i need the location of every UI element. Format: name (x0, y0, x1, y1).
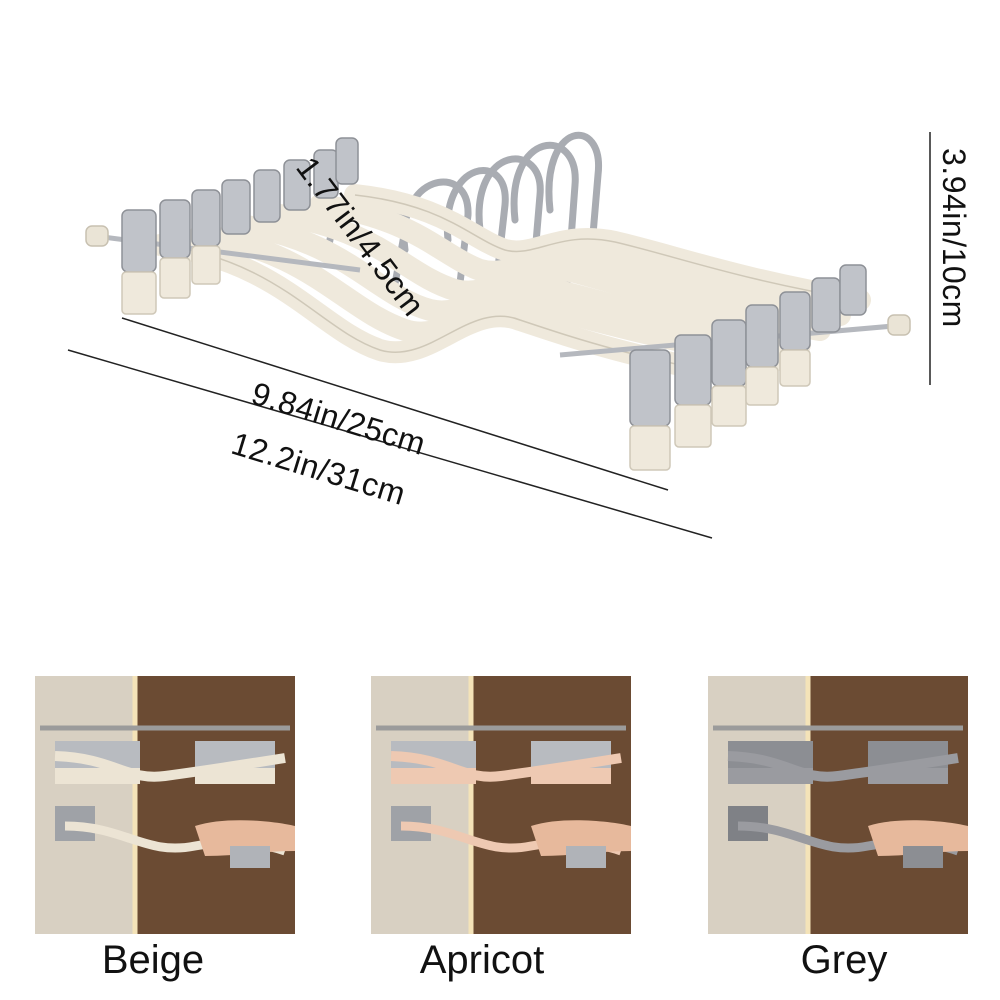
variant-thumb-beige[interactable] (35, 676, 295, 934)
closet-scene (708, 676, 968, 934)
clips-right (629, 264, 867, 471)
variant-label-apricot: Apricot (419, 938, 545, 982)
dimension-lines (67, 132, 931, 539)
closet-scene (35, 676, 295, 934)
height-label: 3.94in/10cm (936, 148, 972, 328)
clips-left (121, 137, 359, 315)
bar-end-caps (85, 225, 911, 336)
variant-thumb-grey[interactable] (708, 676, 968, 934)
variant-label-grey: Grey (800, 938, 888, 982)
variant-thumb-apricot[interactable] (371, 676, 631, 934)
bar-length-line (121, 317, 669, 491)
variant-label-beige: Beige (101, 938, 205, 982)
closet-scene (371, 676, 631, 934)
hanger-illustration (67, 131, 931, 539)
total-length-line (67, 349, 713, 539)
